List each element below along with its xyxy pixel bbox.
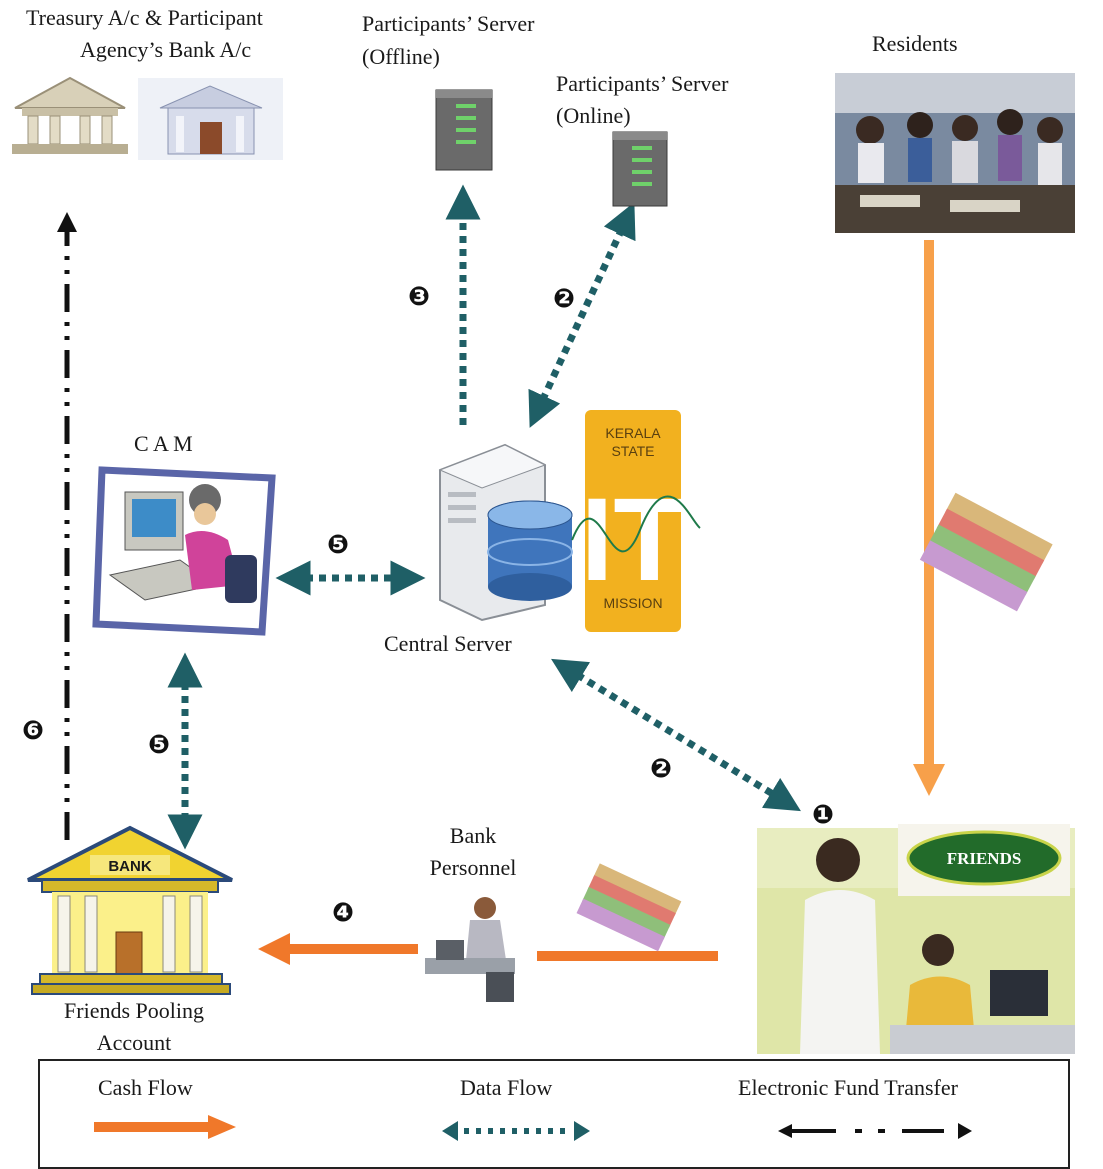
step-2-friends-badge: ❷ (648, 756, 674, 782)
kerala-it-mission-logo: KERALA STATE IT MISSION (571, 410, 701, 632)
step-5-cam-badge: ❺ (325, 532, 351, 558)
step-3-text: ❸ (407, 282, 430, 312)
bank-personnel-clipart (425, 897, 515, 1002)
offline-server-icon (435, 89, 493, 171)
step-4-text: ❹ (331, 898, 354, 928)
currency-notes-small-icon (576, 863, 682, 952)
logo-it: IT (581, 474, 686, 606)
bank-personnel-label-line1: Bank (449, 823, 497, 848)
step-4-badge: ❹ (330, 900, 356, 926)
step-3-badge: ❸ (406, 284, 432, 310)
treasury-label-line1: Treasury A/c & Participant (26, 5, 263, 30)
step-5b-text: ❺ (147, 730, 170, 760)
step-6-text: ❻ (21, 716, 44, 746)
step-1-text: ❶ (811, 800, 834, 830)
bank-personnel-label-line2: Personnel (429, 855, 517, 880)
step-5-bank-badge: ❺ (146, 732, 172, 758)
pooling-bank-sign: BANK (108, 858, 151, 875)
friends-sign: FRIENDS (947, 849, 1022, 868)
residents-label: Residents (872, 31, 958, 56)
pooling-label-line1: Friends Pooling (64, 998, 204, 1023)
step-6-badge: ❻ (20, 718, 46, 744)
database-icon (487, 500, 573, 601)
legend-data-label: Data Flow (460, 1075, 553, 1100)
cam-label: C A M (134, 431, 193, 456)
online-server-label-line2: (Online) (556, 103, 631, 128)
step-2b-text: ❷ (649, 754, 672, 784)
legend-eft-arrow (778, 1123, 972, 1139)
logo-state: STATE (611, 443, 654, 459)
online-server-label-line1: Participants’ Server (556, 71, 729, 96)
pooling-label-line2: Account (96, 1030, 172, 1055)
legend-data-arrow (442, 1121, 590, 1141)
legend-cash-label: Cash Flow (98, 1075, 193, 1100)
agency-bank-building-icon (138, 78, 283, 160)
logo-kerala: KERALA (605, 425, 661, 441)
step-1-badge: ❶ (810, 802, 836, 828)
offline-server-label-line2: (Offline) (362, 44, 440, 69)
offline-server-label-line1: Participants’ Server (362, 11, 535, 36)
legend-eft-label: Electronic Fund Transfer (738, 1075, 958, 1100)
residents-photo (835, 73, 1075, 233)
step-5a-text: ❺ (326, 530, 349, 560)
pooling-bank-building-icon: BANK (27, 825, 233, 995)
step-2a-text: ❷ (552, 284, 575, 314)
step-2-online-badge: ❷ (551, 286, 577, 312)
legend-swatches (94, 1115, 972, 1141)
data-flow-arrow-2-friends (551, 658, 801, 812)
treasury-building-icon (12, 76, 128, 154)
legend-cash-arrow (94, 1115, 236, 1139)
data-flow-arrow-2-online (528, 202, 636, 428)
currency-notes-icon (919, 492, 1053, 612)
treasury-label-line2: Agency’s Bank A/c (80, 37, 252, 62)
online-server-icon (612, 131, 668, 207)
logo-mission: MISSION (603, 595, 662, 611)
cam-operator-clipart (92, 466, 276, 636)
friends-centre-photo: FRIENDS (757, 824, 1075, 1054)
legend-box: Cash Flow Data Flow Electronic Fund Tran… (38, 1059, 1070, 1169)
central-server-label: Central Server (384, 631, 512, 656)
